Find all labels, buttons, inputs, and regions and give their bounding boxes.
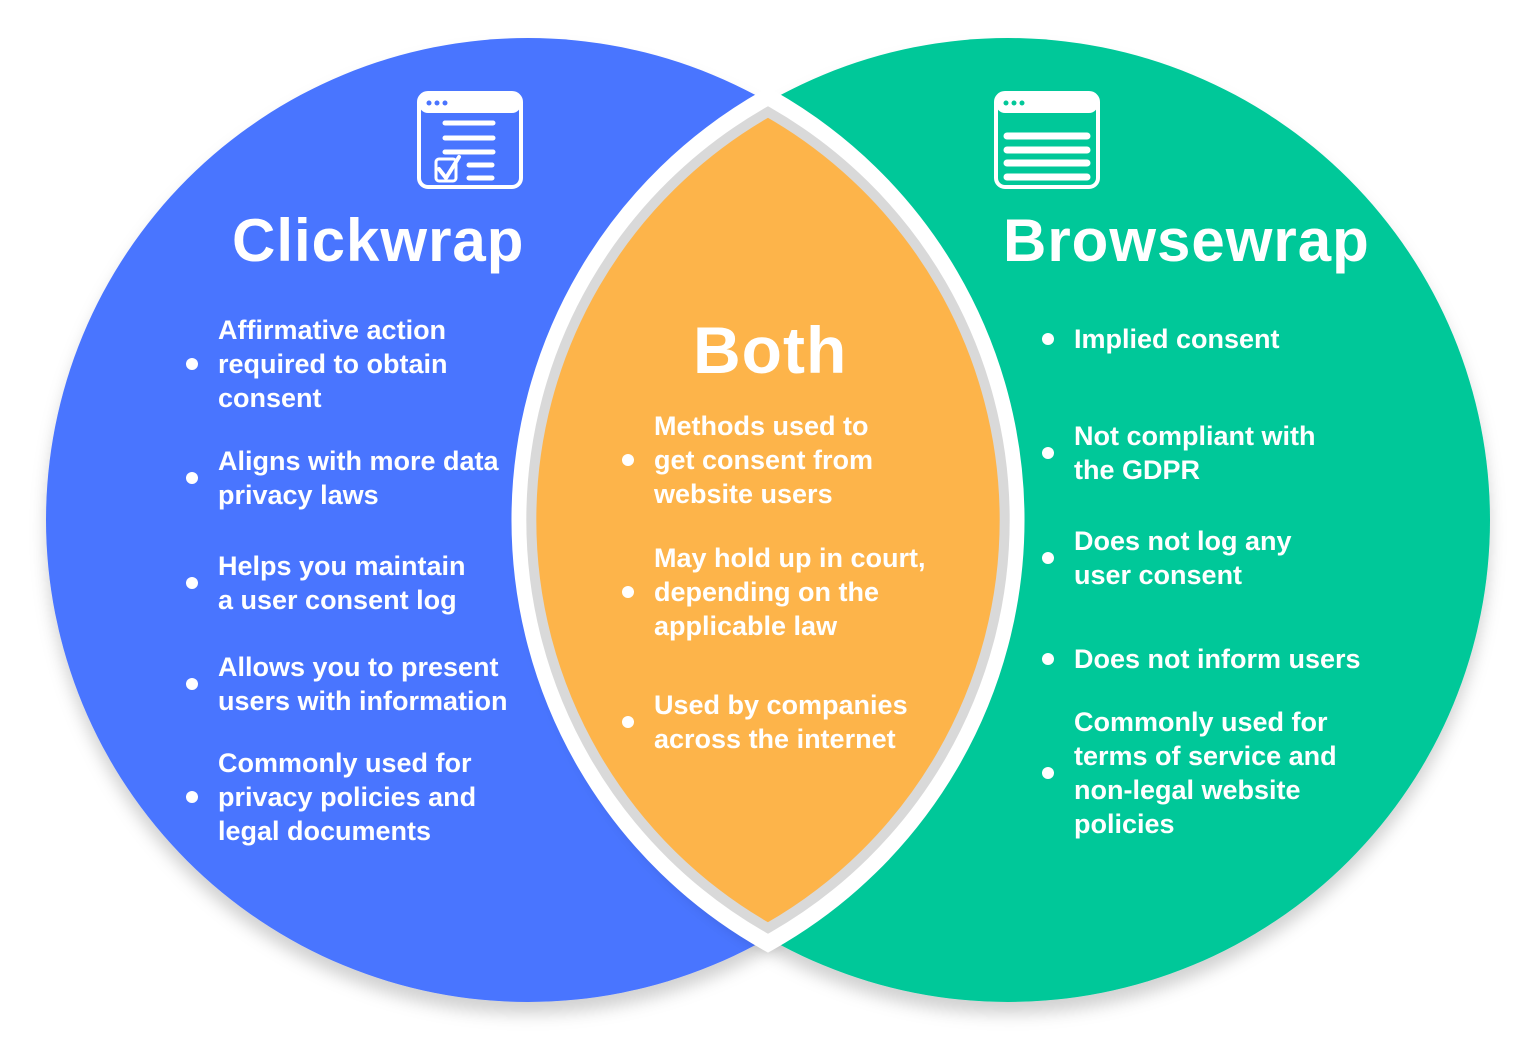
bullet-icon	[1042, 653, 1054, 665]
bullet-icon	[1042, 333, 1054, 345]
list-item: Commonly used for terms of service and n…	[1042, 705, 1374, 841]
list-item: Not compliant with the GDPR	[1042, 419, 1374, 487]
list-item-text: Methods used to get consent from website…	[654, 411, 874, 509]
browser-checklist-icon	[417, 91, 523, 189]
list-item-text: Commonly used for terms of service and n…	[1074, 707, 1337, 839]
bullet-icon	[622, 586, 634, 598]
list-item: Used by companies across the internet	[622, 688, 944, 756]
both-title: Both	[693, 313, 848, 387]
browsewrap-title: Browsewrap	[1003, 207, 1370, 274]
list-item-text: Implied consent	[1074, 324, 1280, 354]
list-item: Aligns with more data privacy laws	[186, 444, 518, 512]
list-item-text: Does not log any user consent	[1074, 526, 1292, 590]
list-item-text: Used by companies across the internet	[654, 690, 908, 754]
list-item: Commonly used for privacy policies and l…	[186, 746, 518, 848]
list-item-text: Aligns with more data privacy laws	[218, 446, 499, 510]
list-item-text: Allows you to present users with informa…	[218, 652, 508, 716]
list-item: May hold up in court, depending on the a…	[622, 541, 944, 643]
list-item: Helps you maintain a user consent log	[186, 549, 518, 617]
clickwrap-title: Clickwrap	[232, 207, 525, 274]
list-item-text: Affirmative action required to obtain co…	[218, 315, 448, 413]
both-lens	[526, 106, 1010, 934]
list-item: Implied consent	[1042, 322, 1374, 356]
list-item: Methods used to get consent from website…	[622, 409, 944, 511]
bullet-icon	[622, 716, 634, 728]
browser-document-icon	[994, 91, 1100, 189]
list-item: Does not log any user consent	[1042, 524, 1374, 592]
list-item-text: Does not inform users	[1074, 644, 1361, 674]
bullet-icon	[186, 577, 198, 589]
bullet-icon	[1042, 447, 1054, 459]
list-item: Allows you to present users with informa…	[186, 650, 518, 718]
both-list: Methods used to get consent from website…	[622, 409, 944, 756]
bullet-icon	[186, 472, 198, 484]
bullet-icon	[1042, 767, 1054, 779]
list-item-text: Not compliant with the GDPR	[1074, 421, 1316, 485]
list-item-text: Commonly used for privacy policies and l…	[218, 748, 477, 846]
list-item-text: Helps you maintain a user consent log	[218, 551, 466, 615]
list-item: Affirmative action required to obtain co…	[186, 313, 518, 415]
list-item-text: May hold up in court, depending on the a…	[654, 543, 926, 641]
bullet-icon	[186, 678, 198, 690]
bullet-icon	[186, 791, 198, 803]
list-item: Does not inform users	[1042, 642, 1374, 676]
bullet-icon	[622, 454, 634, 466]
clickwrap-list: Affirmative action required to obtain co…	[186, 313, 518, 848]
bullet-icon	[1042, 552, 1054, 564]
browsewrap-list: Implied consent Not compliant with the G…	[1042, 322, 1374, 841]
bullet-icon	[186, 358, 198, 370]
